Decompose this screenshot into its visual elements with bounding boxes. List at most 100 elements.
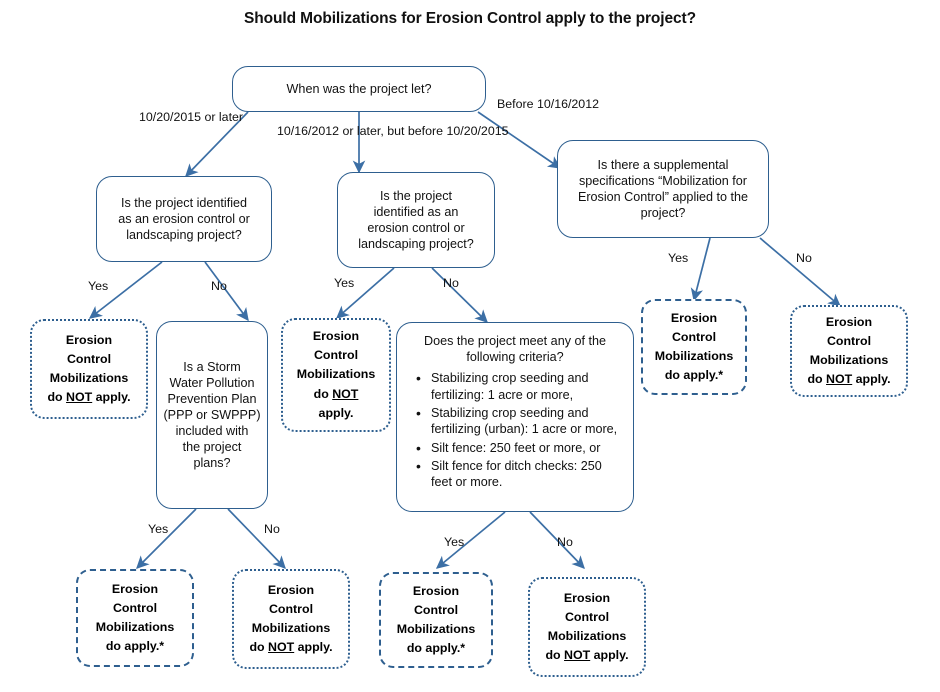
node-line: Mobilizations (654, 349, 734, 363)
edge-label-line: 10/16/2012 or later, (277, 124, 384, 138)
node-line: Control (268, 601, 314, 616)
node-line: Erosion (412, 583, 460, 598)
node-line: Erosion (111, 581, 159, 596)
node-line: Mobilizations (296, 367, 376, 382)
not-emphasis: NOT (66, 390, 93, 405)
edge-label-root-right: Before 10/16/2012 (497, 96, 599, 113)
node-line: Mobilizations (49, 371, 129, 385)
node-line: Water Pollution (169, 375, 255, 390)
node-line: Is the project identified (120, 195, 247, 210)
node-line: specifications “Mobilization for (579, 173, 747, 188)
node-line-do-not-apply: do NOT apply. (807, 372, 891, 387)
node-line: Mobilizations (396, 622, 476, 636)
node-line: do apply.* (406, 641, 466, 656)
node-line-do-not: do NOT (313, 386, 359, 401)
edge-label-line: Before (497, 97, 534, 111)
edge-label-root-left: 10/20/2015 or later (139, 109, 243, 126)
terminal-swppp-no-do-not-apply: Erosion Control Mobilizations do NOT app… (232, 569, 350, 669)
edge-label-left-yes: Yes (88, 279, 109, 293)
edge-label-line: 10/16/2012 (536, 97, 599, 111)
node-line: Erosion Control” applied to the (577, 190, 749, 204)
edge-label-right-yes: Yes (668, 251, 689, 265)
edge-swppp-yes (136, 508, 197, 569)
terminal-right-do-apply: Erosion Control Mobilizations do apply.* (641, 299, 747, 395)
edge-label-swppp-yes: Yes (148, 522, 169, 536)
page-title: Should Mobilizations for Erosion Control… (244, 10, 696, 27)
terminal-criteria-no-do-not-apply: Erosion Control Mobilizations do NOT app… (528, 577, 646, 677)
node-line: Control (313, 348, 359, 363)
list-item: Silt fence: 250 feet or more, or (416, 439, 621, 458)
node-line: the project (182, 440, 242, 455)
decision-supplemental-specification[interactable]: Is there a supplemental specifications “… (557, 140, 769, 238)
node-line: Control (112, 600, 158, 615)
node-line: do apply.* (664, 368, 724, 383)
edge-right-yes (690, 237, 711, 302)
terminal-left-do-not-apply: Erosion Control Mobilizations do NOT app… (30, 319, 148, 419)
decision-middle-erosion-or-landscaping[interactable]: Is the project identified as an erosion … (337, 172, 495, 268)
node-line: Control (826, 333, 872, 348)
node-line: apply. (318, 405, 354, 420)
decision-left-erosion-or-landscaping[interactable]: Is the project identified as an erosion … (96, 176, 272, 262)
edge-label-line: or later (204, 110, 244, 124)
node-line: Mobilizations (95, 620, 175, 634)
list-item: Stabilizing crop seeding and fertilizing… (416, 404, 621, 438)
edge-label-root-middle: 10/16/2012 or later, but before 10/20/20… (277, 123, 509, 140)
node-line-do-not-apply: do NOT apply. (47, 390, 131, 405)
node-line: Control (66, 351, 112, 366)
edge-right-no (759, 237, 842, 307)
decision-project-criteria[interactable]: Does the project meet any of the followi… (396, 322, 634, 512)
edge-label-right-no: No (796, 251, 812, 265)
criteria-list: Stabilizing crop seeding and fertilizing… (409, 369, 621, 493)
node-line: When was the project let? (286, 81, 432, 96)
list-item: Stabilizing crop seeding and fertilizing… (416, 369, 621, 403)
edge-middle-no (431, 267, 488, 323)
node-line: Erosion (267, 582, 315, 597)
node-line: following criteria? (466, 350, 564, 365)
node-line: landscaping project? (358, 237, 474, 252)
decision-swppp-included[interactable]: Is a Storm Water Pollution Prevention Pl… (156, 321, 268, 509)
node-line: Is there a supplemental (597, 157, 729, 172)
node-line: Erosion (563, 590, 611, 605)
node-line-do-not-apply: do NOT apply. (545, 648, 629, 663)
node-line-do-not-apply: do NOT apply. (249, 640, 333, 655)
decision-when-was-project-let[interactable]: When was the project let? (232, 66, 486, 112)
node-line: Control (564, 609, 610, 624)
not-emphasis: NOT (268, 640, 295, 655)
terminal-farright-do-not-apply: Erosion Control Mobilizations do NOT app… (790, 305, 908, 397)
node-line: included with (175, 424, 249, 439)
node-line: Does the project meet any of the (423, 334, 606, 348)
node-line: Erosion (825, 314, 873, 329)
edge-label-middle-yes: Yes (334, 276, 355, 290)
node-line: do apply.* (105, 639, 165, 654)
not-emphasis: NOT (332, 386, 359, 401)
terminal-swppp-yes-do-apply: Erosion Control Mobilizations do apply.* (76, 569, 194, 667)
node-line: Control (671, 329, 717, 344)
node-line: Is the project (379, 188, 453, 203)
edge-label-middle-no: No (443, 276, 459, 290)
edge-label-criteria-no: No (557, 535, 573, 549)
edge-label-swppp-no: No (264, 522, 280, 536)
node-line: Prevention Plan (167, 391, 257, 406)
node-line: Erosion (65, 332, 113, 347)
node-line: Control (413, 602, 459, 617)
criteria-question: Does the project meet any of the followi… (409, 333, 621, 365)
node-line: Is a Storm (183, 359, 241, 374)
node-line: Mobilizations (809, 353, 889, 367)
edge-swppp-no (227, 508, 286, 569)
node-line: Mobilizations (251, 621, 331, 635)
not-emphasis: NOT (826, 372, 853, 387)
node-line: Mobilizations (547, 629, 627, 643)
node-line: landscaping project? (126, 228, 242, 243)
node-line: erosion control or (367, 221, 465, 235)
terminal-criteria-yes-do-apply: Erosion Control Mobilizations do apply.* (379, 572, 493, 668)
list-item: Silt fence for ditch checks: 250 feet or… (416, 457, 621, 491)
node-line: Erosion (312, 328, 360, 343)
node-line: identified as an (373, 204, 459, 219)
node-line: as an erosion control or (118, 211, 250, 226)
node-line: project? (640, 206, 686, 221)
edge-label-left-no: No (211, 279, 227, 293)
edge-label-line: 10/20/2015 (139, 110, 202, 124)
terminal-middle-do-not-apply: Erosion Control Mobilizations do NOT app… (281, 318, 391, 432)
edge-label-line: but before 10/20/2015 (387, 124, 509, 138)
